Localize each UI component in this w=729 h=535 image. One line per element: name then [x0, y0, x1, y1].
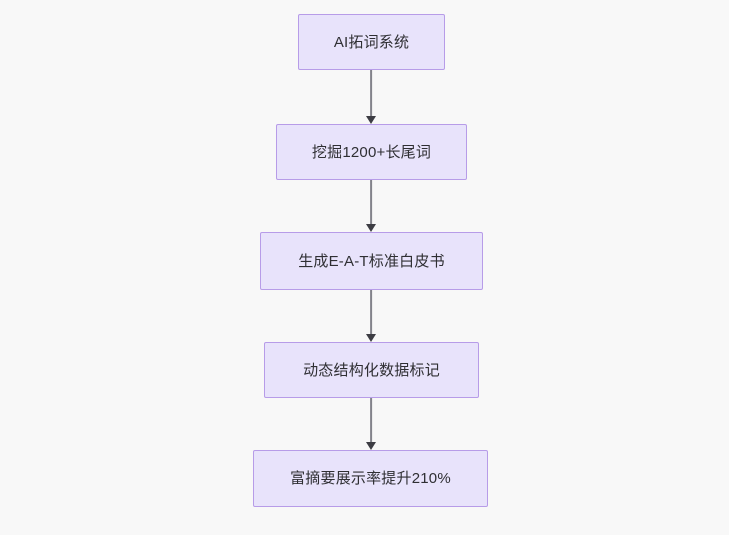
flow-node-label: 生成E-A-T标准白皮书 — [298, 252, 445, 270]
flow-node-dynamic-structured-data-markup[interactable]: 动态结构化数据标记 — [264, 342, 479, 398]
edge-line-3 — [370, 290, 372, 334]
edge-line-2 — [370, 180, 372, 224]
flow-node-mine-longtail-keywords[interactable]: 挖掘1200+长尾词 — [276, 124, 467, 180]
flow-node-rich-snippet-impression-lift[interactable]: 富摘要展示率提升210% — [253, 450, 488, 507]
flow-node-ai-keyword-system[interactable]: AI拓词系统 — [298, 14, 445, 70]
arrow-head-icon-3 — [366, 334, 376, 342]
flow-node-label: 动态结构化数据标记 — [303, 361, 440, 379]
arrow-head-icon-2 — [366, 224, 376, 232]
flow-node-label: AI拓词系统 — [333, 33, 410, 51]
flow-node-label: 挖掘1200+长尾词 — [311, 143, 432, 161]
arrow-head-icon-1 — [366, 116, 376, 124]
edge-line-1 — [370, 70, 372, 116]
arrow-head-icon-4 — [366, 442, 376, 450]
edge-line-4 — [370, 398, 372, 442]
flow-node-generate-eat-whitepaper[interactable]: 生成E-A-T标准白皮书 — [260, 232, 483, 290]
flow-node-label: 富摘要展示率提升210% — [290, 470, 451, 487]
